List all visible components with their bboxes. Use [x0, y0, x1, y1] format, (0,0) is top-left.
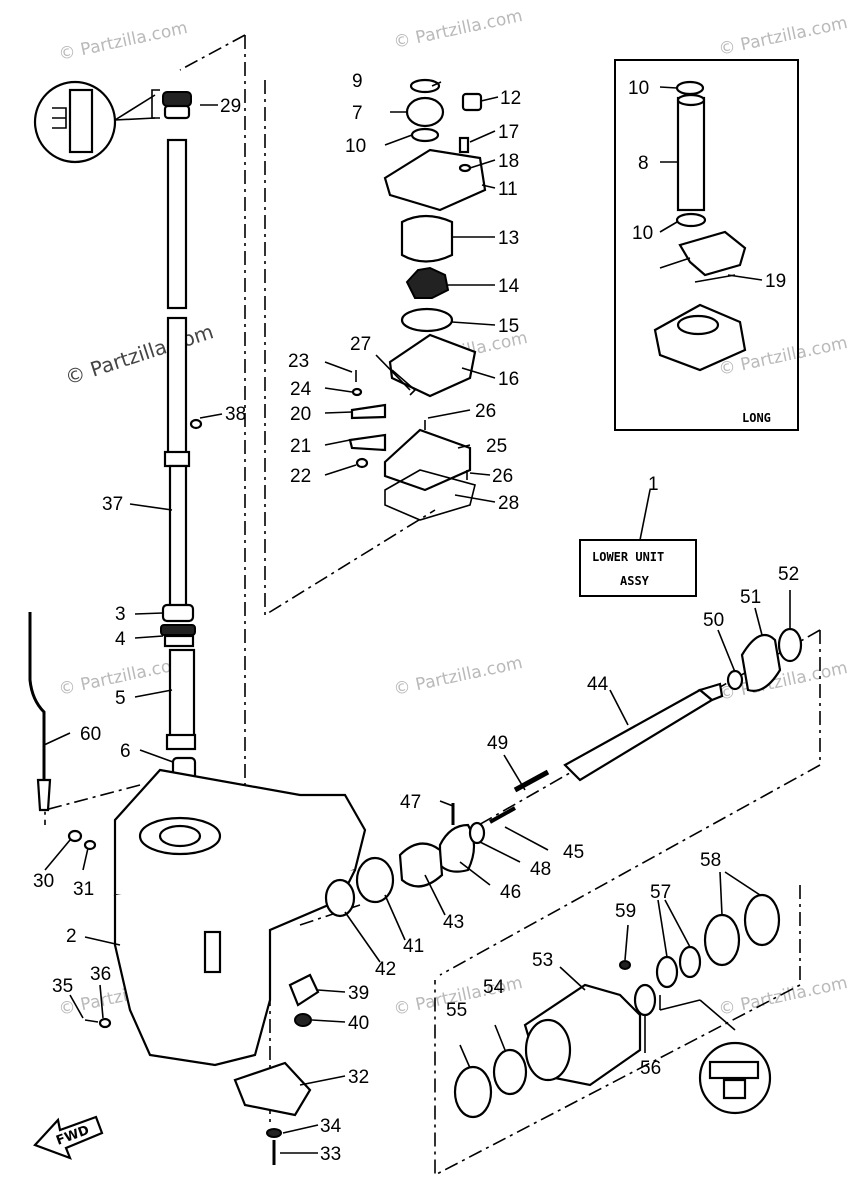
callout-3: 3 [115, 604, 126, 625]
callout-9: 9 [352, 71, 363, 92]
callout-31: 31 [73, 879, 94, 900]
propeller-shaft-group [324, 627, 803, 918]
assy-box-line2: ASSY [620, 574, 650, 588]
watermark: © Partzilla.com [392, 6, 524, 53]
callout-2: 2 [66, 926, 77, 947]
long-option-box: LONG [614, 59, 799, 431]
fwd-arrow: FWD [33, 1115, 104, 1160]
callout-36: 36 [90, 964, 111, 985]
callout-57: 57 [650, 882, 671, 903]
callout-25: 25 [486, 436, 507, 457]
callout-1: 1 [648, 474, 659, 495]
watermark: © Partzilla.com [392, 653, 524, 700]
callout-17: 17 [498, 122, 519, 143]
callout-14: 14 [498, 276, 520, 297]
callout-11: 11 [498, 179, 518, 200]
callout-53: 53 [532, 950, 553, 971]
callout-8: 8 [638, 153, 649, 174]
callout-28: 28 [498, 493, 519, 514]
long-label: LONG [742, 411, 771, 425]
callout-10: 10 [345, 136, 366, 157]
callout-30: 30 [33, 871, 54, 892]
callout-59: 59 [615, 901, 636, 922]
callout-18: 18 [498, 151, 519, 172]
callout-23: 23 [288, 351, 309, 372]
callout-52: 52 [778, 564, 799, 585]
callout-24: 24 [290, 379, 312, 400]
callout-58: 58 [700, 850, 721, 871]
callout-40: 40 [348, 1013, 369, 1034]
leader-lines [43, 81, 791, 1154]
lower-housing [67, 768, 367, 1165]
lower-unit-assy-box: LOWER UNIT ASSY [579, 489, 697, 597]
assy-box-line1: LOWER UNIT [592, 550, 664, 564]
callout-55: 55 [446, 1000, 467, 1021]
shift-rod-group [28, 612, 52, 812]
callout-12: 12 [500, 88, 521, 109]
callout-4: 4 [115, 629, 126, 650]
callout-10: 10 [628, 78, 649, 99]
callout-19: 19 [765, 271, 786, 292]
callout-numbers: 1 2 3 4 5 6 7 8 9 10 10 10 11 12 13 14 1… [33, 71, 799, 1165]
callout-26: 26 [475, 401, 496, 422]
callout-7: 7 [352, 103, 363, 124]
callout-10: 10 [632, 223, 653, 244]
watermark: © Partzilla.com [62, 319, 216, 390]
callout-49: 49 [487, 733, 508, 754]
callout-6: 6 [120, 741, 131, 762]
callout-45: 45 [563, 842, 584, 863]
callout-35: 35 [52, 976, 73, 997]
callout-29: 29 [220, 96, 241, 117]
callout-39: 39 [348, 983, 369, 1004]
callout-38: 38 [225, 404, 246, 425]
watermark: © Partzilla.com [717, 973, 848, 1020]
callout-42: 42 [375, 959, 396, 980]
callout-47: 47 [400, 792, 421, 813]
seal-detail-inset [33, 80, 160, 164]
callout-5: 5 [115, 688, 126, 709]
callout-50: 50 [703, 610, 724, 631]
callout-16: 16 [498, 369, 519, 390]
callout-13: 13 [498, 228, 519, 249]
callout-43: 43 [443, 912, 464, 933]
callout-56: 56 [640, 1058, 661, 1079]
callout-32: 32 [348, 1067, 369, 1088]
callout-46: 46 [500, 882, 521, 903]
callout-20: 20 [290, 404, 311, 425]
watermark: © Partzilla.com [717, 13, 848, 60]
driveshaft-group [160, 91, 203, 784]
callout-26: 26 [492, 466, 513, 487]
callout-22: 22 [290, 466, 311, 487]
watermark: © Partzilla.com [57, 18, 189, 65]
callout-33: 33 [320, 1144, 341, 1165]
callout-48: 48 [530, 859, 551, 880]
callout-21: 21 [290, 436, 311, 457]
bearing-housing-group [453, 893, 781, 1119]
water-pump-group [348, 78, 487, 521]
callout-27: 27 [350, 334, 371, 355]
callout-41: 41 [403, 936, 424, 957]
callout-60: 60 [80, 724, 101, 745]
callout-54: 54 [483, 977, 505, 998]
callout-34: 34 [320, 1116, 342, 1137]
callout-37: 37 [102, 494, 123, 515]
callout-15: 15 [498, 316, 519, 337]
callout-51: 51 [740, 587, 761, 608]
callout-44: 44 [587, 674, 609, 695]
